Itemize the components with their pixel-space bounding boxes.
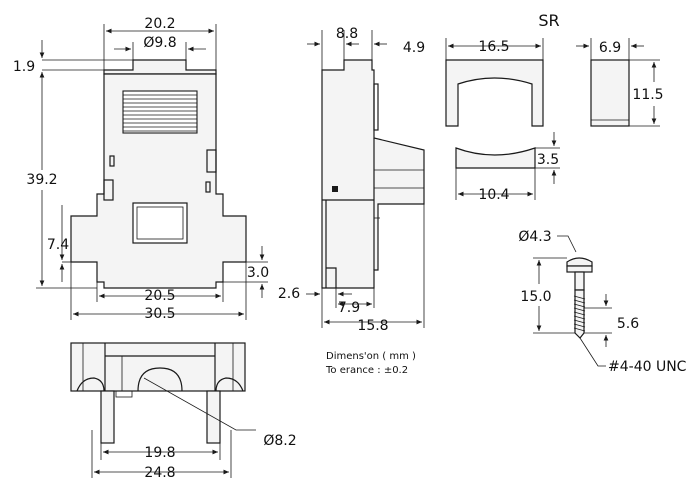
dim-lower-height: 7.4 — [47, 237, 69, 253]
dim-inner-width: 20.5 — [144, 288, 175, 304]
front-view — [70, 59, 247, 289]
side-view — [321, 59, 425, 289]
dim-clip-width: 16.5 — [478, 39, 509, 55]
dim-left-offset: 1.9 — [13, 59, 35, 75]
thread-spec: #4-40 UNC — [608, 359, 686, 375]
side-view-dimensions: 8.8 4.9 2.6 7.9 15.8 — [278, 26, 425, 334]
dim-side-total: 15.8 — [357, 318, 388, 334]
bottom-view-dimensions: Ø8.2 19.8 24.8 — [91, 377, 297, 481]
dim-clip-depth: 6.9 — [599, 40, 621, 56]
dim-screw-head: Ø4.3 — [518, 229, 551, 245]
bottom-view — [70, 342, 246, 444]
title: SR — [538, 11, 559, 30]
dim-side-left: 2.6 — [278, 286, 300, 302]
dim-clip-height: 11.5 — [632, 87, 663, 103]
dim-bottom-inner: 19.8 — [144, 445, 175, 461]
note-dimension: Dimens'on ( mm ) — [326, 351, 416, 362]
dim-top-width: 20.2 — [144, 16, 175, 32]
dim-clip-lower-h: 3.5 — [537, 152, 559, 168]
connector-window — [132, 202, 188, 244]
grille — [122, 90, 198, 134]
dim-screw-length: 15.0 — [520, 289, 551, 305]
front-view-dimensions: 20.2 Ø9.8 1.9 39.2 7.4 3.0 20.5 30.5 — [13, 16, 269, 322]
dim-bottom-total: 24.8 — [144, 465, 175, 481]
clip-dimensions: 16.5 6.9 11.5 3.5 10.4 — [445, 38, 664, 203]
dim-bore: Ø8.2 — [263, 433, 296, 449]
dim-height: 39.2 — [26, 172, 57, 188]
dim-side-top-a: 8.8 — [336, 26, 358, 42]
dim-total-width: 30.5 — [144, 306, 175, 322]
note-tolerance: To erance : ±0.2 — [325, 365, 408, 376]
clip-view — [445, 59, 630, 169]
dim-clip-lower-w: 10.4 — [478, 187, 509, 203]
screw-view — [566, 257, 593, 339]
dim-right-small: 3.0 — [247, 265, 269, 281]
dim-top-hole: Ø9.8 — [143, 35, 176, 51]
dim-side-top-b: 4.9 — [403, 40, 425, 56]
dim-side-mid: 7.9 — [338, 300, 360, 316]
screw-dimensions: Ø4.3 15.0 5.6 #4-40 UNC — [518, 229, 686, 375]
dim-screw-thread: 5.6 — [617, 316, 639, 332]
